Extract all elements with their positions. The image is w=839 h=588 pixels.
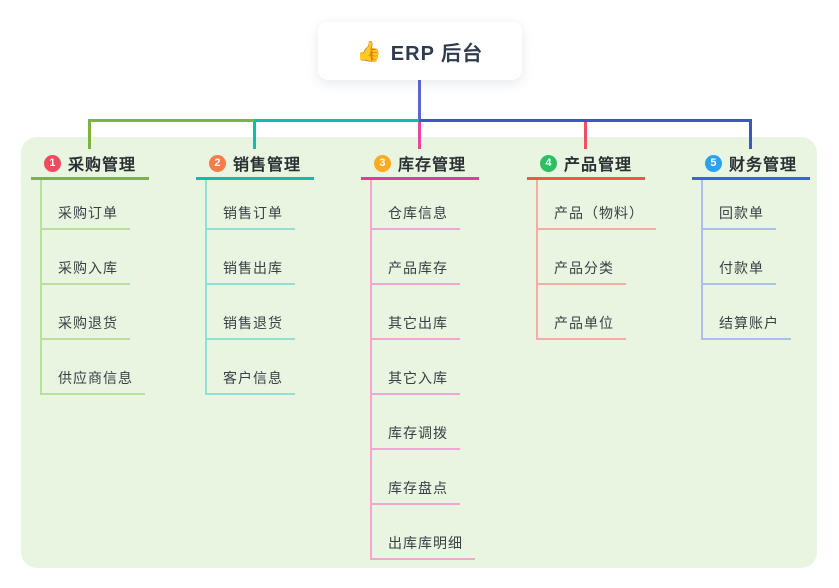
- branch-label: 采购管理: [67, 157, 136, 174]
- child-node[interactable]: 采购入库: [40, 257, 130, 285]
- branch-label: 库存管理: [397, 157, 466, 174]
- branch-label: 产品管理: [563, 157, 632, 174]
- child-node[interactable]: 出库库明细: [370, 532, 475, 560]
- root-title: ERP 后台: [390, 42, 484, 65]
- child-node[interactable]: 销售退货: [205, 312, 295, 340]
- branch-drop-line: [87, 119, 91, 149]
- root-connector-line: [417, 80, 421, 122]
- branch-index-badge: 1: [43, 154, 61, 172]
- connector-bus-segment: [254, 119, 421, 122]
- branch-trunk-line: [536, 177, 538, 340]
- branch-node[interactable]: 4 产品管理: [527, 149, 645, 180]
- branch-index-badge: 2: [208, 154, 226, 172]
- branch-trunk-line: [205, 177, 207, 395]
- child-node[interactable]: 产品（物料）: [536, 202, 656, 230]
- branch-drop-line: [417, 119, 421, 149]
- branch-node[interactable]: 1 采购管理: [31, 149, 149, 180]
- branch-drop-line: [748, 119, 752, 149]
- child-node[interactable]: 产品库存: [370, 257, 460, 285]
- child-node[interactable]: 产品单位: [536, 312, 626, 340]
- child-node[interactable]: 采购退货: [40, 312, 130, 340]
- connector-bus-segment: [419, 119, 752, 122]
- child-node[interactable]: 供应商信息: [40, 367, 145, 395]
- child-node[interactable]: 仓库信息: [370, 202, 460, 230]
- branch-index-badge: 4: [539, 154, 557, 172]
- branch-label: 财务管理: [728, 157, 797, 174]
- child-node[interactable]: 产品分类: [536, 257, 626, 285]
- connector-bus-segment: [89, 119, 256, 122]
- child-node[interactable]: 其它出库: [370, 312, 460, 340]
- branch-drop-line: [252, 119, 256, 149]
- branch-node[interactable]: 5 财务管理: [692, 149, 810, 180]
- child-node[interactable]: 销售出库: [205, 257, 295, 285]
- branch-node[interactable]: 3 库存管理: [361, 149, 479, 180]
- child-node[interactable]: 结算账户: [701, 312, 791, 340]
- branch-trunk-line: [370, 177, 372, 560]
- thumbs-up-icon: 👍: [356, 40, 382, 63]
- child-node[interactable]: 其它入库: [370, 367, 460, 395]
- root-node[interactable]: 👍 ERP 后台: [318, 22, 522, 80]
- branch-index-badge: 3: [373, 154, 391, 172]
- branch-drop-line: [583, 119, 587, 149]
- background-panel: [21, 137, 817, 568]
- branch-index-badge: 5: [704, 154, 722, 172]
- child-node[interactable]: 客户信息: [205, 367, 295, 395]
- branch-label: 销售管理: [232, 157, 301, 174]
- child-node[interactable]: 库存盘点: [370, 477, 460, 505]
- child-node[interactable]: 采购订单: [40, 202, 130, 230]
- child-node[interactable]: 库存调拨: [370, 422, 460, 450]
- child-node[interactable]: 回款单: [701, 202, 776, 230]
- child-node[interactable]: 销售订单: [205, 202, 295, 230]
- branch-node[interactable]: 2 销售管理: [196, 149, 314, 180]
- branch-trunk-line: [40, 177, 42, 395]
- branch-trunk-line: [701, 177, 703, 340]
- child-node[interactable]: 付款单: [701, 257, 776, 285]
